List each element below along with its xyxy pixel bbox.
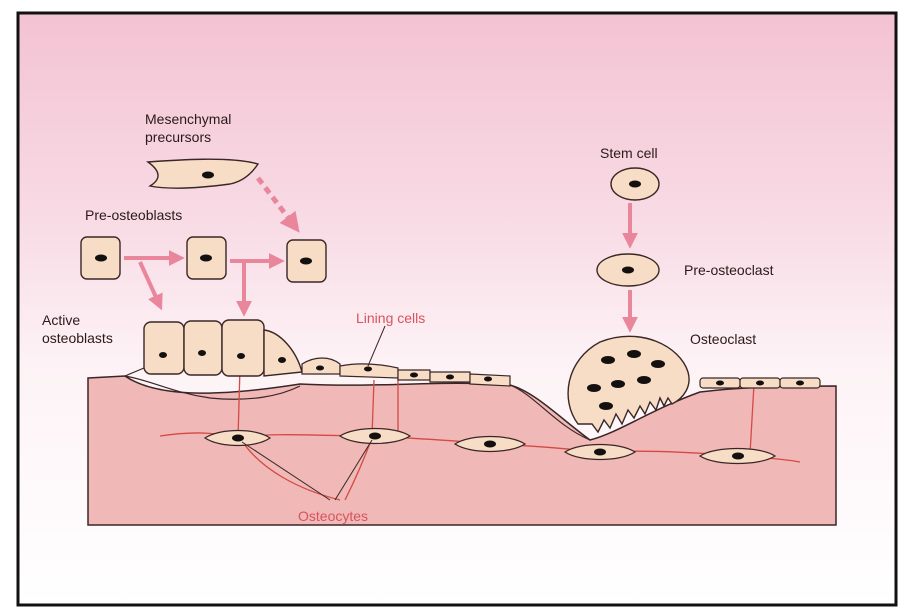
osteoblast-cell [144, 322, 184, 374]
label-active-line1: Active [42, 312, 80, 329]
label-osteoclast: Osteoclast [690, 331, 756, 348]
label-pre-osteoblasts: Pre-osteoblasts [85, 207, 182, 224]
label-mesenchymal-line1: Mesenchymal [145, 111, 231, 128]
label-osteocytes: Osteocytes [298, 508, 368, 525]
osteoblast-cell [222, 320, 264, 376]
label-stem-cell: Stem cell [600, 145, 658, 162]
label-lining-cells: Lining cells [356, 310, 425, 327]
label-mesenchymal-line2: precursors [145, 129, 211, 146]
osteoblast-cell [184, 321, 222, 375]
label-pre-osteoclast: Pre-osteoclast [684, 262, 773, 279]
label-active-line2: osteoblasts [42, 330, 113, 347]
